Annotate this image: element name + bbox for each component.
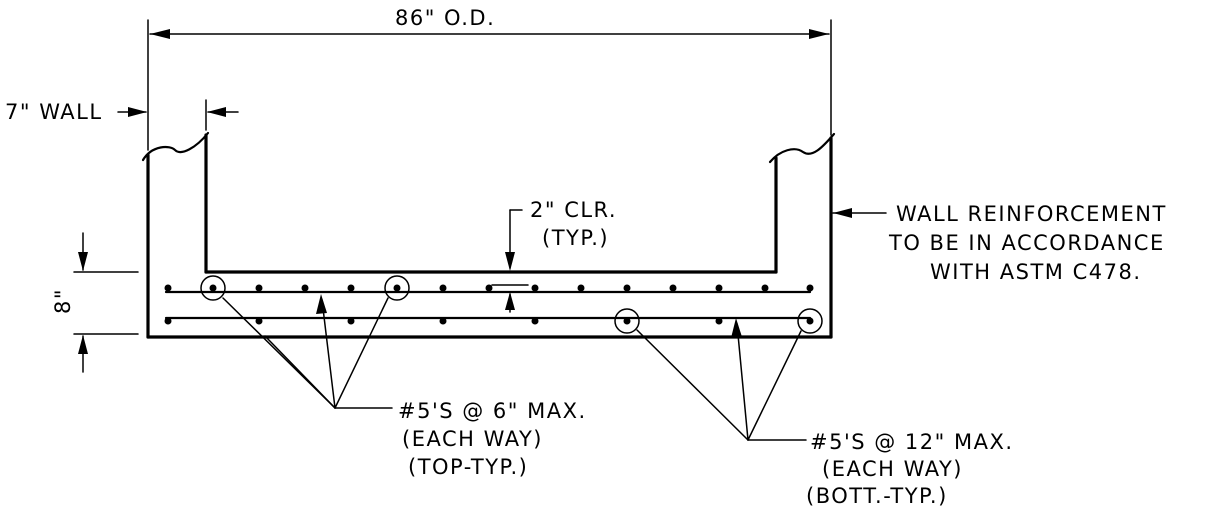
rebar-dot [255,317,263,325]
arrowhead-icon [78,335,88,354]
rebar-dot [715,284,723,292]
rebar-dot [577,284,585,292]
wall-reinforcement-line1: WALL REINFORCEMENT [896,202,1167,226]
leader [636,329,749,441]
arrowhead-icon [128,107,147,117]
leader [736,323,749,441]
rebar-dot [209,284,217,292]
bottom-bars-line3: (BOTT.-TYP.) [806,484,948,508]
slab-thickness-dimension: 8" [51,232,139,373]
slab-thickness-label: 8" [51,288,75,314]
wall-thickness-label: 7" WALL [5,100,103,124]
rebar-dot [761,284,769,292]
bottom-bars-line1: #5'S @ 12" MAX. [810,430,1014,454]
wall-reinforcement-note: WALL REINFORCEMENT TO BE IN ACCORDANCE W… [832,202,1167,284]
leader [747,330,802,441]
arrowhead-icon [505,292,515,310]
rebar-dot [715,317,723,325]
arrowhead-icon [731,318,742,338]
bottom-bar-callout-circle [614,308,640,334]
leader [264,335,336,409]
rebar-dot [164,284,172,292]
break-line-right-icon [768,132,836,164]
wall-reinforcement-line3: WITH ASTM C478. [930,260,1142,284]
rebar-dot [347,284,355,292]
clear-cover-label-line2: (TYP.) [542,226,609,250]
top-bar-callout-circle [384,275,410,301]
top-mat-bar-dots [164,284,814,292]
rebar-dot [531,284,539,292]
arrowhead-icon [833,208,852,218]
top-bars-line3: (TOP-TYP.) [408,455,528,479]
break-line-left-icon [141,131,210,162]
rebar-dot [164,317,172,325]
rebar-dot [623,284,631,292]
rebar-dot [806,284,814,292]
arrowhead-icon [809,29,829,39]
base-section-outline [141,131,836,339]
top-bars-line2: (EACH WAY) [402,427,543,451]
reinforcement [164,275,823,334]
top-bars-line1: #5'S @ 6" MAX. [398,399,587,423]
arrowhead-icon [78,252,88,271]
clear-cover-label-line1: 2" CLR. [530,198,617,222]
arrowhead-icon [316,294,327,314]
rebar-dot [531,317,539,325]
clear-cover-note: 2" CLR. (TYP.) [491,198,617,313]
rebar-dot [301,284,309,292]
rebar-dot [439,284,447,292]
rebar-dot [485,284,493,292]
rebar-dot [806,317,814,325]
leader [334,297,389,409]
arrowhead-icon [207,107,226,117]
rebar-dot [669,284,677,292]
overall-dimension-label: 86" O.D. [395,6,495,30]
bottom-bars-note: #5'S @ 12" MAX. (EACH WAY) (BOTT.-TYP.) [636,318,1014,508]
rebar-dot [623,317,631,325]
arrowhead-icon [150,29,170,39]
rebar-dot [439,317,447,325]
leader [321,299,336,409]
wall-thickness-dimension: 7" WALL [5,99,239,131]
bottom-bars-line2: (EACH WAY) [822,457,963,481]
rebar-dot [393,284,401,292]
bottom-mat-bar-dots [164,317,814,325]
top-bar-callout-circle [200,275,226,301]
rebar-dot [347,317,355,325]
arrowhead-icon [505,252,515,271]
overall-dimension: 86" O.D. [147,6,832,151]
wall-reinforcement-line2: TO BE IN ACCORDANCE [888,231,1165,255]
bottom-bar-callout-circle [797,308,823,334]
top-bars-note: #5'S @ 6" MAX. (EACH WAY) (TOP-TYP.) [222,294,587,479]
rebar-dot [255,284,263,292]
